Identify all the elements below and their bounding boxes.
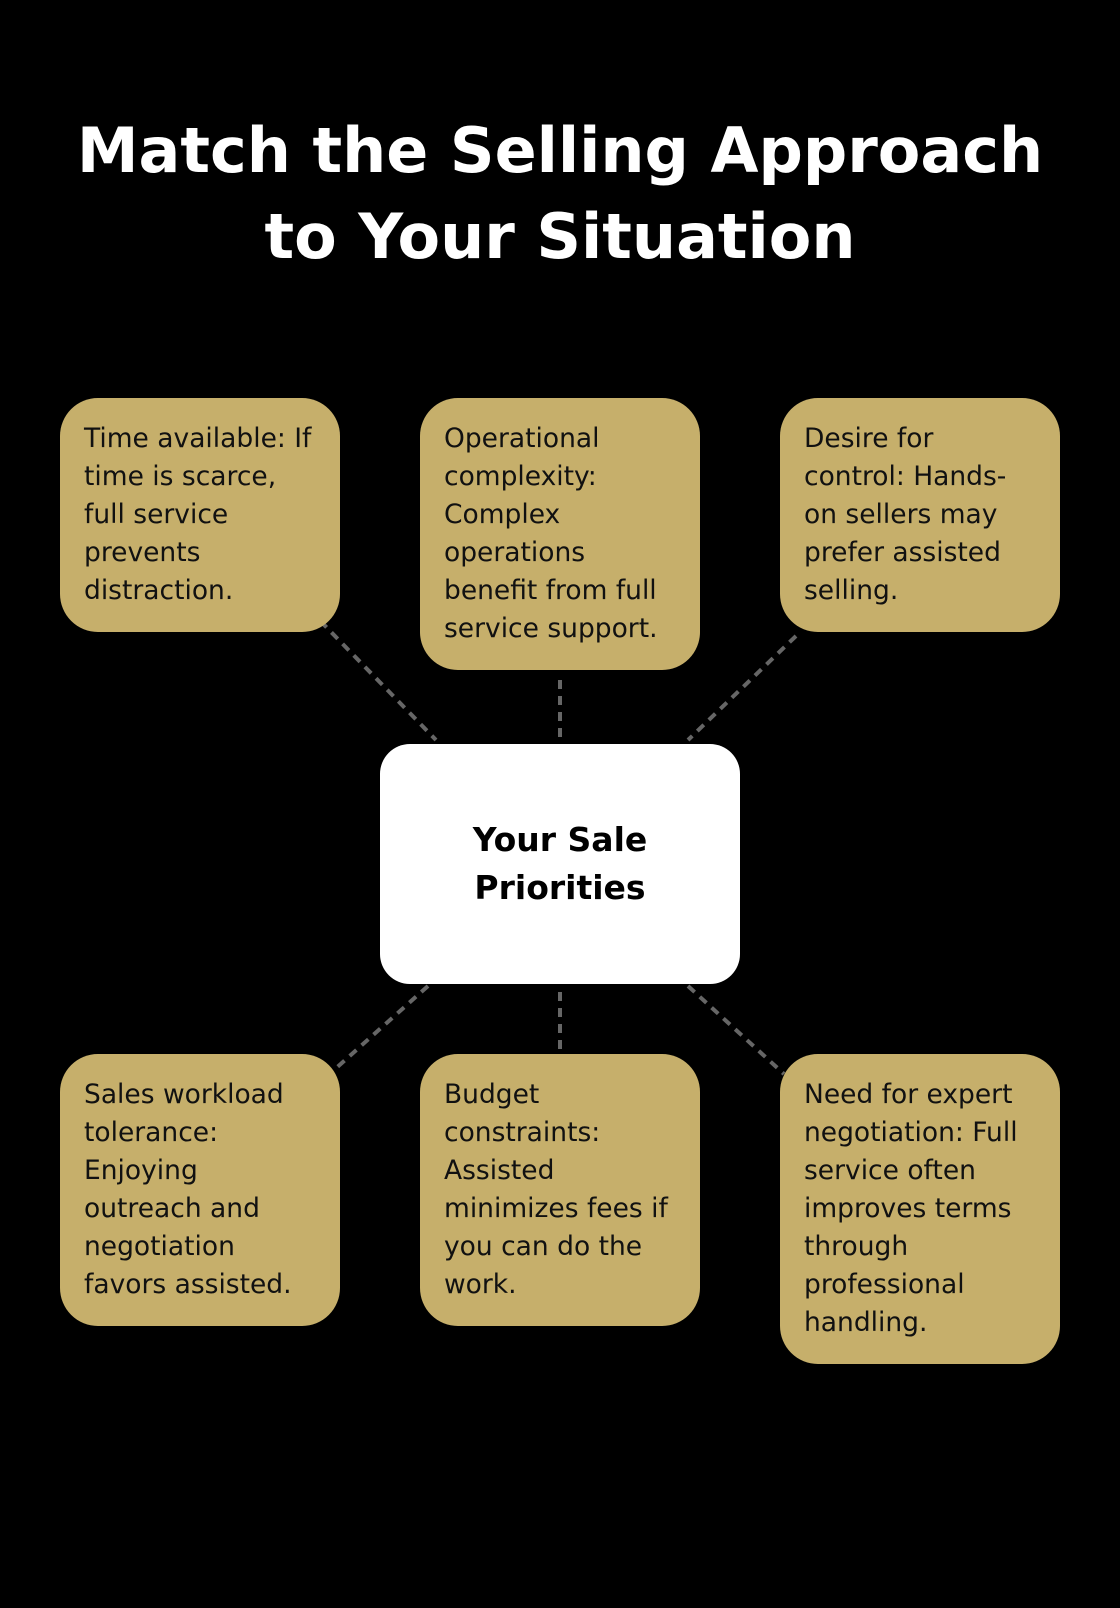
- connector-line: [686, 984, 786, 1076]
- factor-card-expert-negotiation: Need for expert negotiation: Full servic…: [780, 1054, 1060, 1364]
- factor-text: Need for expert negotiation: Full servic…: [804, 1079, 1018, 1338]
- central-node: Your Sale Priorities: [380, 744, 740, 984]
- factor-text: Budget constraints: Assisted minimizes f…: [444, 1079, 668, 1300]
- connector-line: [686, 634, 798, 742]
- factor-card-time-available: Time available: If time is scarce, full …: [60, 398, 340, 632]
- factor-card-desire-for-control: Desire for control: Hands-on sellers may…: [780, 398, 1060, 632]
- factor-text: Sales workload tolerance: Enjoying outre…: [84, 1079, 292, 1300]
- factor-text: Desire for control: Hands-on sellers may…: [804, 423, 1007, 606]
- factor-card-budget-constraints: Budget constraints: Assisted minimizes f…: [420, 1054, 700, 1326]
- page-title: Match the Selling Approach to Your Situa…: [76, 114, 1044, 273]
- factor-text: Time available: If time is scarce, full …: [84, 423, 312, 606]
- factor-card-sales-workload: Sales workload tolerance: Enjoying outre…: [60, 1054, 340, 1326]
- factor-card-operational-complexity: Operational complexity: Complex operatio…: [420, 398, 700, 670]
- connector-line: [332, 984, 430, 1072]
- central-node-label: Your Sale Priorities: [472, 820, 648, 907]
- factor-text: Operational complexity: Complex operatio…: [444, 423, 658, 644]
